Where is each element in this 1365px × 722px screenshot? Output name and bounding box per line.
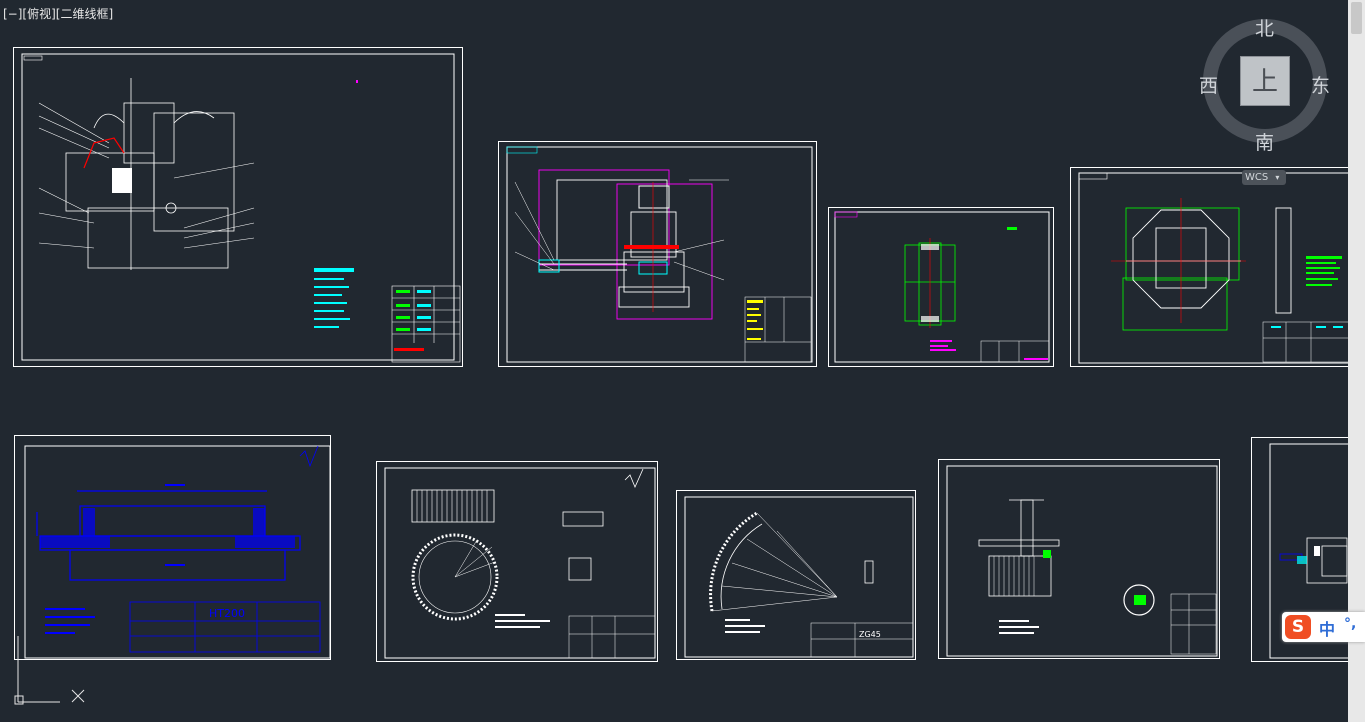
drawing-sheet[interactable] — [938, 459, 1220, 659]
sogou-logo-icon[interactable]: S — [1285, 615, 1311, 639]
sheet-graphics: ZG45 — [684, 496, 914, 658]
drawing-sheet[interactable] — [13, 47, 463, 367]
vertical-scrollbar[interactable] — [1348, 0, 1365, 722]
scrollbar-thumb[interactable] — [1351, 2, 1362, 34]
drawing-sheet[interactable] — [1070, 167, 1348, 367]
compass-west[interactable]: 西 — [1199, 75, 1219, 97]
sheet-graphics — [1269, 443, 1348, 659]
viewcube[interactable]: 北 西 东 南 上 WCS ▾ — [1198, 14, 1338, 194]
material-label: ZG45 — [859, 630, 881, 639]
viewcube-top-face[interactable]: 上 — [1240, 56, 1290, 106]
drawing-sheet[interactable]: ZG45 — [676, 490, 916, 660]
sheet-graphics — [1078, 172, 1348, 364]
sheet-graphics — [21, 53, 461, 363]
drawing-sheet[interactable] — [498, 141, 817, 367]
drawing-sheet[interactable]: HT200 — [14, 435, 331, 660]
compass-east[interactable]: 东 — [1311, 75, 1331, 97]
sheet-graphics — [506, 146, 813, 363]
coordinate-system-label: WCS — [1245, 172, 1269, 183]
material-label: HT200 — [209, 607, 245, 620]
drawing-sheet[interactable] — [1251, 437, 1348, 662]
compass-south[interactable]: 南 — [1255, 132, 1275, 154]
ime-language-toggle[interactable]: 中 — [1319, 620, 1336, 639]
chevron-down-icon: ▾ — [1275, 173, 1280, 182]
viewport-controls-label[interactable]: [−][俯视][二维线框] — [3, 7, 114, 21]
compass-north[interactable]: 北 — [1255, 18, 1275, 40]
viewcube-ring[interactable] — [1198, 14, 1338, 154]
drawing-sheet[interactable] — [828, 207, 1054, 367]
ucs-axis-icon — [14, 636, 85, 705]
ime-punctuation-toggle[interactable]: °, — [1344, 616, 1357, 632]
sheet-graphics — [946, 465, 1218, 657]
drawing-sheet[interactable] — [376, 461, 658, 662]
sheet-graphics: HT200 — [24, 445, 331, 659]
ime-toolbar[interactable]: S 中 °, — [1282, 612, 1365, 642]
coordinate-system-menu[interactable]: WCS ▾ — [1242, 170, 1286, 185]
sheet-graphics — [834, 211, 1050, 363]
sheet-graphics — [384, 467, 656, 659]
